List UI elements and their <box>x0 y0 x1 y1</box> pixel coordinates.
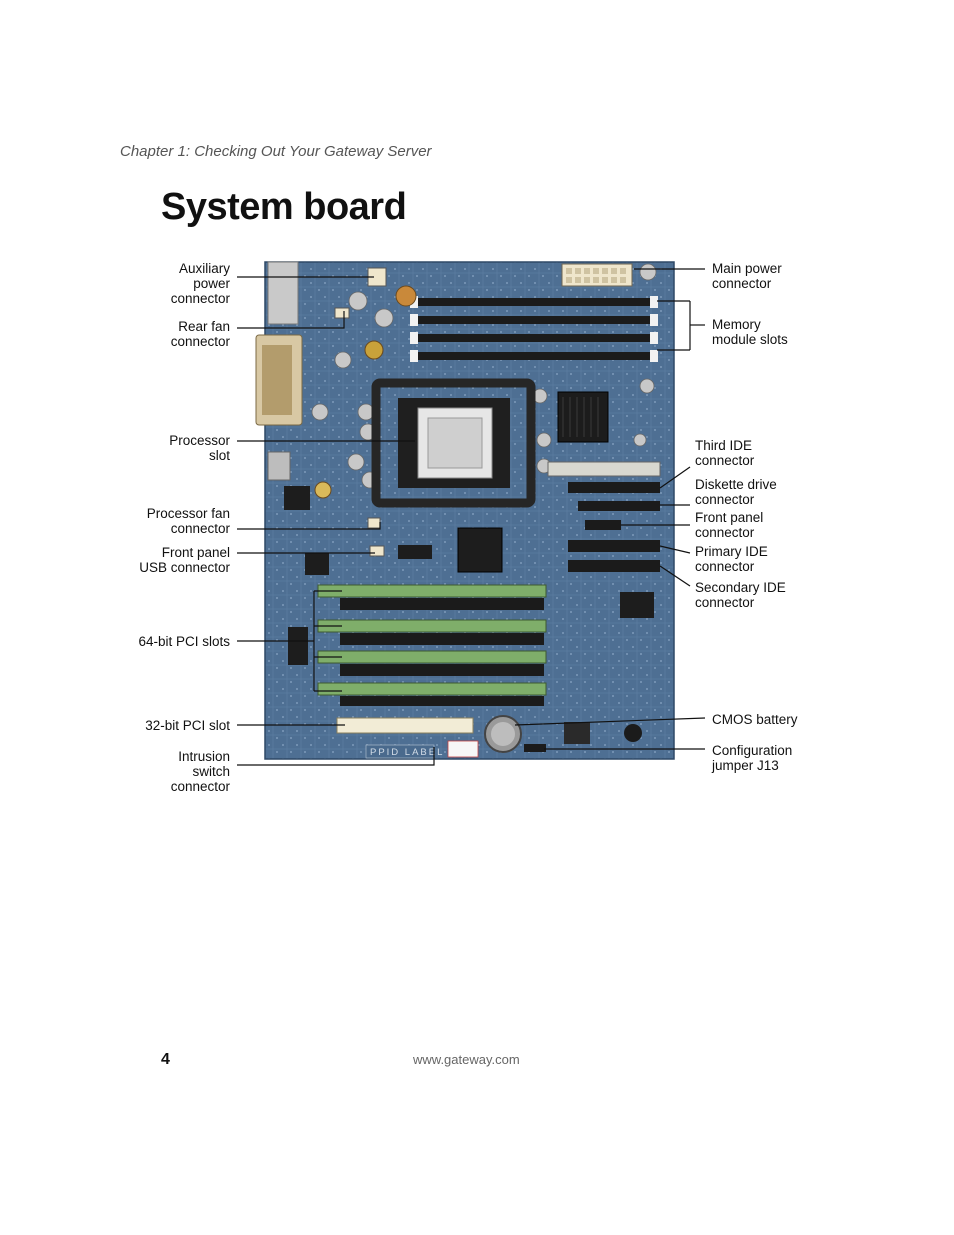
network-port <box>267 451 291 481</box>
io-chip <box>457 527 503 573</box>
leader-lines-left <box>237 276 435 766</box>
page-title: System board <box>161 186 407 228</box>
label-cmos-battery: CMOS battery <box>712 712 798 727</box>
footer-url: www.gateway.com <box>413 1052 520 1067</box>
primary-ide-connector-part <box>568 540 660 552</box>
page-number: 4 <box>161 1051 170 1068</box>
rear-usb-ports <box>267 261 299 325</box>
processor-retention-frame <box>371 378 536 508</box>
third-ide-connector-part <box>568 482 660 493</box>
pci-32-slot-part <box>336 717 474 734</box>
leader-lines-right <box>514 268 706 750</box>
config-jumper-part <box>524 744 546 752</box>
label-64-bit-pci-slots: 64-bit PCI slots <box>138 634 230 649</box>
ppid-label-text: PPID LABEL <box>370 747 444 758</box>
chapter-header: Chapter 1: Checking Out Your Gateway Ser… <box>120 143 432 160</box>
front-panel-connector-part <box>585 520 621 530</box>
pci-64-slots <box>317 584 547 706</box>
secondary-ide-connector-part <box>568 560 660 572</box>
diskette-connector-part <box>578 501 660 511</box>
label-32-bit-pci-slot: 32-bit PCI slot <box>145 718 230 733</box>
rear-fan-connector-part <box>334 307 350 319</box>
northbridge-heatsink <box>557 391 609 443</box>
